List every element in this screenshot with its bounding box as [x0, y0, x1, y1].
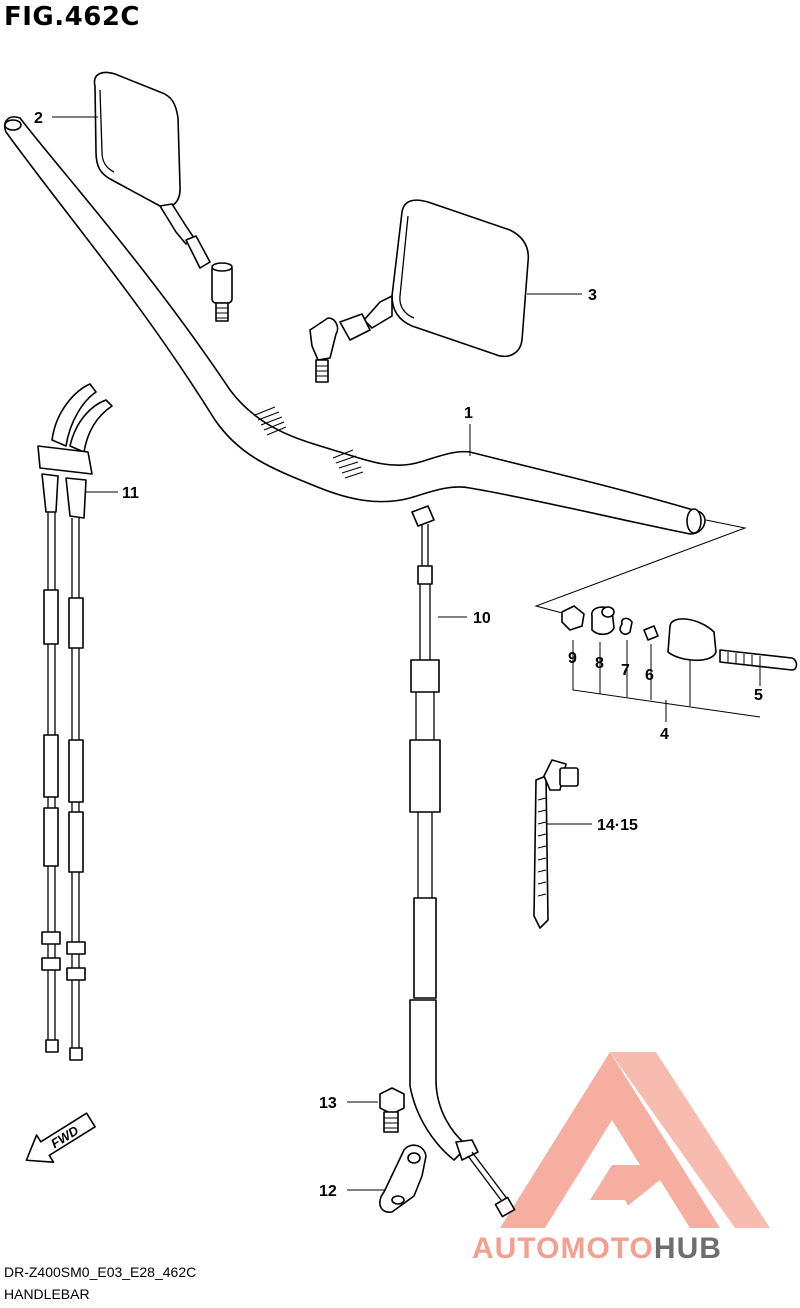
bolt-part — [379, 1087, 405, 1133]
callout-12: 12 — [319, 1183, 337, 1200]
watermark-hub: HUB — [654, 1232, 722, 1265]
handlebar-part — [4, 116, 706, 535]
callout-4: 4 — [660, 726, 669, 743]
watermark-moto: MOTO — [560, 1232, 653, 1265]
clutch-cable-part — [409, 505, 516, 1218]
callout-3: 3 — [588, 287, 597, 304]
figure-code: DR-Z400SM0_E03_E28_462C — [4, 1264, 197, 1280]
leader-lines — [52, 116, 761, 1191]
clamp-part — [379, 1144, 427, 1213]
watermark-auto: AUTO — [472, 1232, 560, 1265]
mirror-left-part — [93, 71, 233, 322]
throttle-cables-part — [37, 383, 113, 1061]
callout-5: 5 — [754, 687, 763, 704]
triangle-logo-icon — [500, 1052, 770, 1228]
callout-7: 7 — [621, 662, 630, 679]
callout-14-15: 14·15 — [597, 817, 638, 834]
cable-tie-part — [533, 759, 579, 929]
bar-end-parts — [561, 605, 798, 671]
callout-1: 1 — [464, 405, 473, 422]
fwd-arrow-icon: FWD — [25, 1112, 96, 1163]
figure-title: FIG.462C — [4, 2, 141, 32]
callout-9: 9 — [568, 650, 577, 667]
callout-13: 13 — [319, 1095, 337, 1112]
callout-10: 10 — [473, 610, 491, 627]
callout-8: 8 — [595, 655, 604, 672]
callout-2: 2 — [34, 110, 43, 127]
callout-6: 6 — [645, 667, 654, 684]
figure-name: HANDLEBAR — [4, 1286, 90, 1302]
svg-text:AUTOMOTOHUB: AUTOMOTOHUB — [472, 1232, 722, 1265]
mirror-right-part — [309, 199, 530, 383]
callout-11: 11 — [122, 485, 139, 502]
